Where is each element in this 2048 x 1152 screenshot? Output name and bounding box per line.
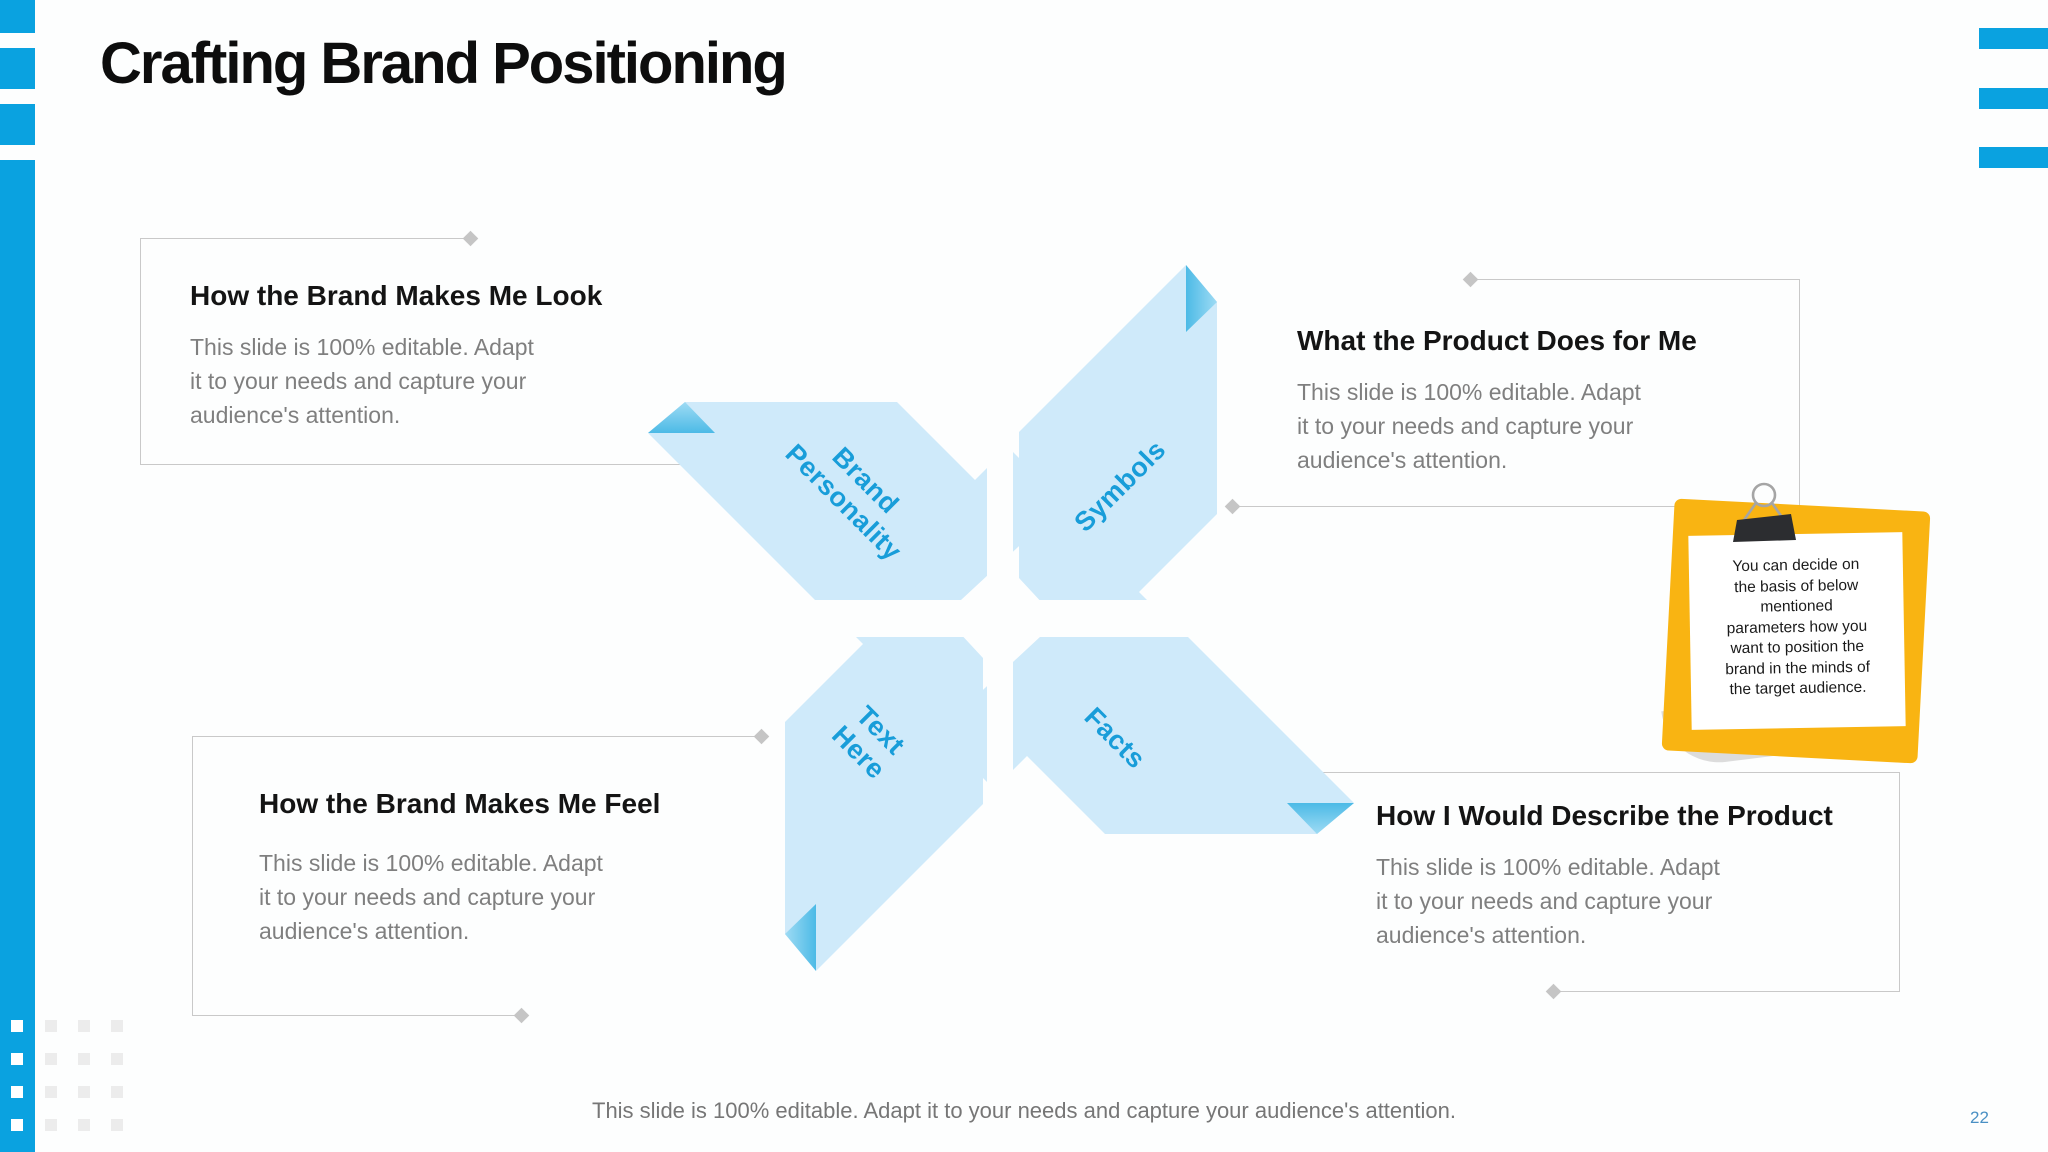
right-accent-bar (1979, 147, 2048, 168)
card-heading: How I Would Describe the Product (1376, 800, 1833, 831)
sticky-note-text: You can decide on the basis of below men… (1725, 555, 1871, 699)
connector-diamond (1545, 983, 1562, 1000)
card-body: This slide is 100% editable. Adapt it to… (1376, 854, 1720, 948)
left-bar-gap (0, 145, 35, 160)
right-accent-bar (1979, 28, 2048, 49)
left-bar-gap (0, 89, 35, 104)
page-number: 22 (1970, 1108, 1989, 1127)
center-gap-horizontal (641, 600, 1361, 637)
card-body: This slide is 100% editable. Adapt it to… (190, 334, 534, 428)
connector-diamond (1462, 271, 1479, 288)
converging-arrows-diagram: BrandPersonality Symbols TextHere Facts (641, 258, 1361, 978)
card-body: This slide is 100% editable. Adapt it to… (259, 850, 603, 944)
card-heading: What the Product Does for Me (1297, 325, 1697, 356)
card-bottom-right: How I Would Describe the Product This sl… (1285, 764, 1900, 1000)
card-heading: How the Brand Makes Me Feel (259, 788, 661, 819)
connector-diamond (462, 230, 479, 247)
sticky-note-inner: You can decide on the basis of below men… (1688, 532, 1906, 730)
card-heading: How the Brand Makes Me Look (190, 280, 603, 311)
left-accent-bar (0, 0, 35, 1152)
footer-note: This slide is 100% editable. Adapt it to… (592, 1098, 1456, 1123)
card-bottom-left: How the Brand Makes Me Feel This slide i… (192, 728, 770, 1024)
right-accent-bar (1979, 88, 2048, 109)
sticky-note: You can decide on the basis of below men… (1650, 480, 1950, 790)
card-body: This slide is 100% editable. Adapt it to… (1297, 379, 1641, 473)
left-bar-gap (0, 33, 35, 48)
card-top-left: How the Brand Makes Me Look This slide i… (140, 230, 722, 473)
connector-diamond (513, 1007, 530, 1024)
card-top-right: What the Product Does for Me This slide … (1224, 271, 1800, 515)
slide-title: Crafting Brand Positioning (100, 31, 788, 96)
binder-clip-icon (1733, 482, 1796, 542)
